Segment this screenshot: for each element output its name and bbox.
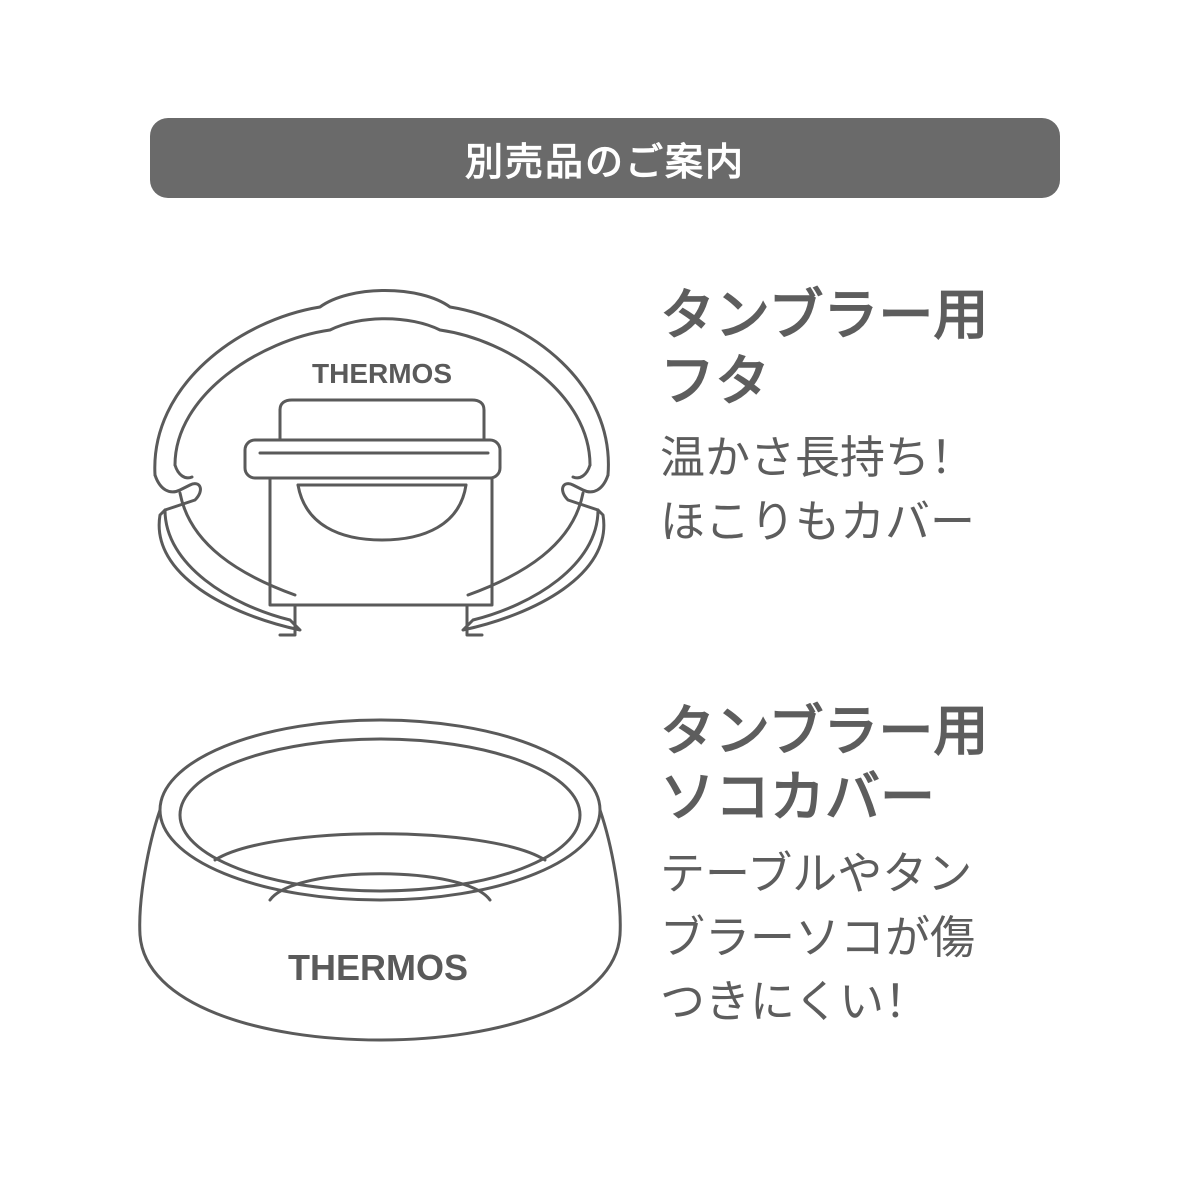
cover-desc-line1: テーブルやタン (660, 847, 973, 900)
cover-desc-line3: つきにくい！ (660, 975, 930, 1028)
banner-title: 別売品のご案内 (464, 139, 745, 184)
cover-product-info: タンブラー用 ソコカバー テーブルやタン ブラーソコが傷 つきにくい！ (660, 698, 1080, 1034)
cover-logo-text: THERMOS (288, 947, 468, 988)
lid-logo-text: THERMOS (312, 358, 452, 389)
lid-desc-line2: ほこりもカバー (660, 495, 976, 548)
tumbler-lid-illustration: THERMOS (120, 275, 640, 670)
lid-title-line1: タンブラー用 (660, 283, 989, 347)
cover-title-line1: タンブラー用 (660, 699, 989, 763)
tumbler-bottom-cover-illustration: THERMOS (120, 715, 640, 1070)
lid-product-info: タンブラー用 フタ 温かさ長持ち！ ほこりもカバー (660, 282, 1080, 554)
lid-desc-line1: 温かさ長持ち！ (660, 431, 976, 484)
cover-title-line2: ソコカバー (660, 765, 936, 829)
lid-title-line2: フタ (660, 349, 771, 413)
cover-desc-line2: ブラーソコが傷 (660, 911, 976, 964)
section-banner: 別売品のご案内 (150, 118, 1060, 198)
